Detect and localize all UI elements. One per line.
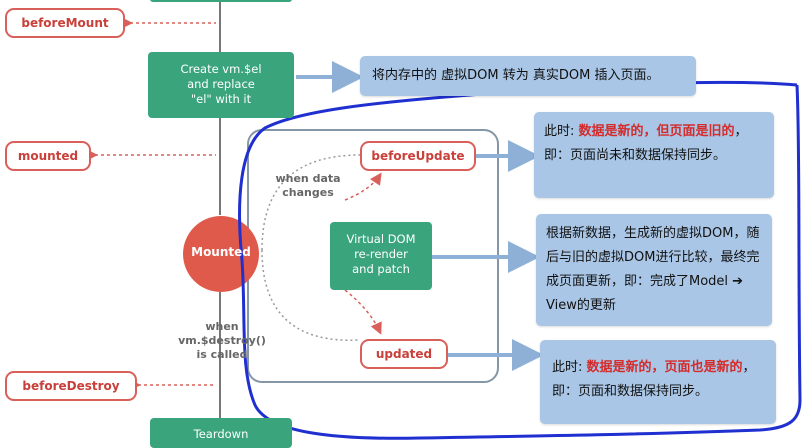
note-mount-text: 将内存中的 虚拟DOM 转为 真实DOM 插入页面。	[372, 68, 660, 83]
annotation-when-destroy: when vm.$destroy() is called	[168, 320, 276, 362]
mounted-circle-label: Mounted	[191, 245, 251, 259]
note-updated-prefix: 此时:	[552, 360, 587, 375]
top-green-box-edge	[150, 0, 292, 2]
hook-updated: updated	[360, 339, 448, 369]
note-mount: 将内存中的 虚拟DOM 转为 真实DOM 插入页面。	[360, 56, 696, 96]
step-teardown: Teardown	[150, 418, 292, 448]
note-virtual-dom: 根据新数据，生成新的虚拟DOM，随后与旧的虚拟DOM进行比较，最终完成页面更新，…	[536, 214, 772, 326]
vdom-to-before-update	[344, 172, 382, 201]
step-create-el: Create vm.$el and replace "el" with it	[148, 52, 294, 118]
step-teardown-label: Teardown	[193, 427, 249, 441]
cycle-arc-top-left	[261, 154, 361, 251]
step-create-el-line-2: and replace	[187, 77, 255, 91]
step-vdom-line-3: and patch	[352, 262, 410, 276]
step-virtual-dom-patch: Virtual DOM re-render and patch	[330, 222, 432, 290]
cycle-arc-bottom-left	[261, 249, 361, 341]
note-virtual-dom-text: 根据新数据，生成新的虚拟DOM，随后与旧的虚拟DOM进行比较，最终完成页面更新，…	[546, 226, 760, 313]
hook-mounted: mounted	[5, 141, 91, 171]
step-vdom-line-1: Virtual DOM	[346, 232, 416, 246]
hook-before-mount: beforeMount	[5, 8, 125, 38]
annotation-when-destroy-line-1: when	[205, 320, 239, 333]
step-create-el-line-3: "el" with it	[190, 92, 252, 106]
note-before-update-prefix: 此时:	[544, 124, 579, 139]
pen-annotation-right-edge	[795, 84, 802, 401]
annotation-when-data-changes-line-1: when data	[275, 172, 341, 185]
note-before-update: 此时: 数据是新的，但页面是旧的，即：页面尚未和数据保持同步。	[534, 112, 774, 198]
annotation-when-data-changes: when data changes	[268, 172, 348, 200]
step-create-el-line-1: Create vm.$el	[180, 62, 262, 76]
vdom-to-updated	[344, 289, 382, 335]
note-updated: 此时: 数据是新的，页面也是新的，即：页面和数据保持同步。	[540, 340, 776, 424]
note-updated-highlight: 数据是新的，页面也是新的	[586, 360, 743, 375]
annotation-when-data-changes-line-2: changes	[282, 186, 334, 199]
hook-before-destroy: beforeDestroy	[5, 371, 137, 401]
note-before-update-highlight: 数据是新的，但页面是旧的	[578, 124, 735, 139]
note-before-update-suffix: ，即：页面尚未和数据保持同步。	[544, 124, 748, 163]
annotation-when-destroy-line-3: is called	[196, 348, 248, 361]
step-vdom-line-2: re-render	[354, 247, 408, 261]
hook-before-update: beforeUpdate	[360, 141, 476, 171]
annotation-when-destroy-line-2: vm.$destroy()	[178, 334, 266, 347]
note-updated-suffix: ，即：页面和数据保持同步。	[552, 360, 756, 399]
